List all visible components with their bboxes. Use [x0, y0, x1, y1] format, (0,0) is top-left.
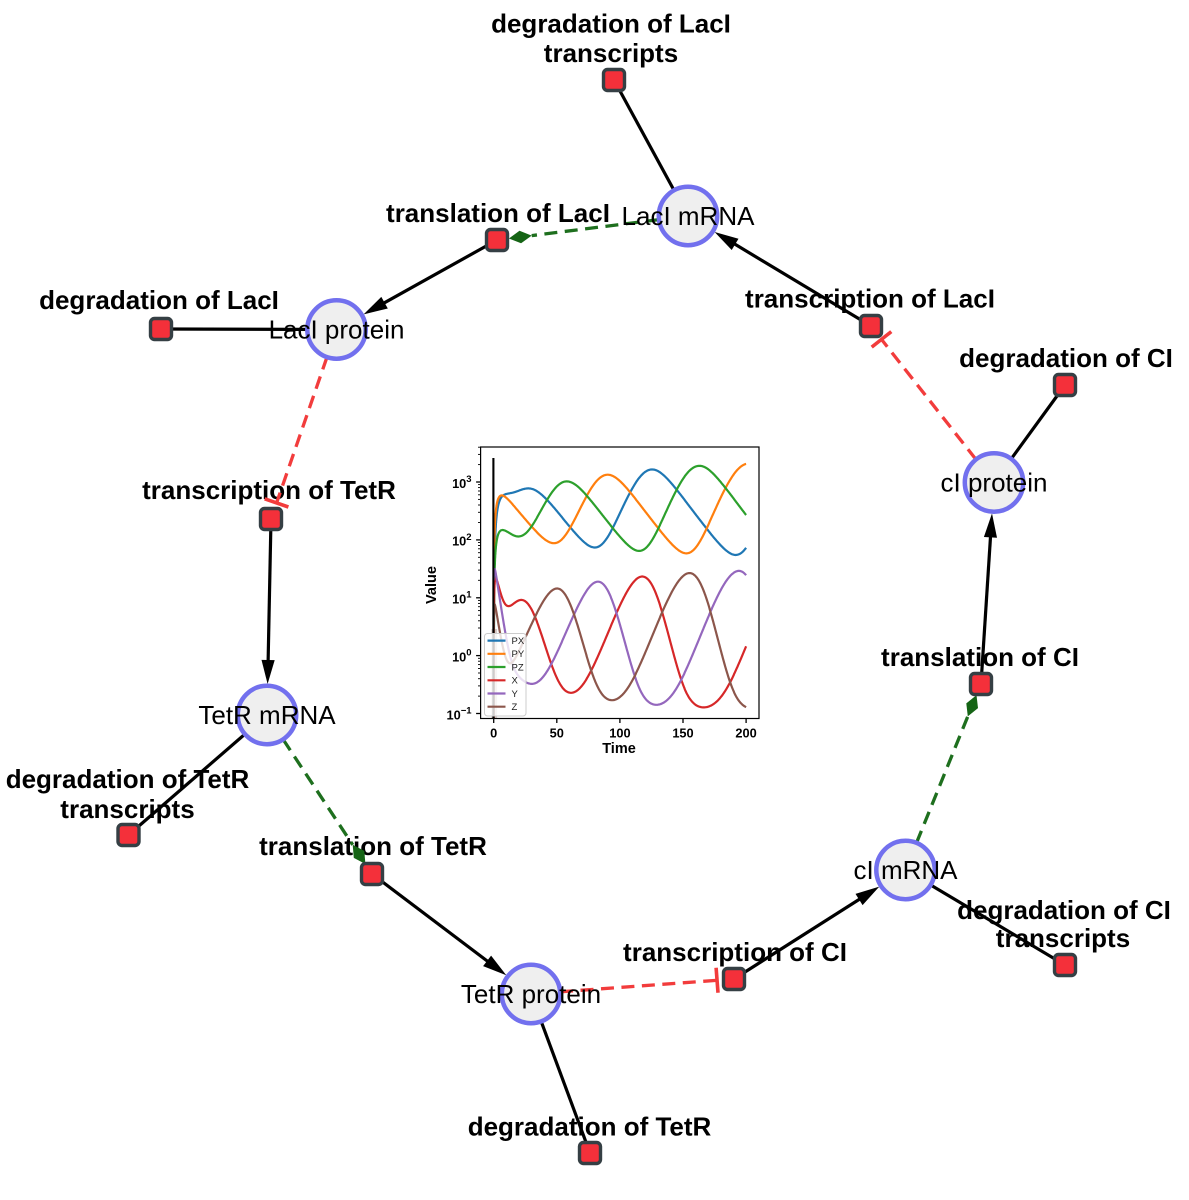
svg-text:TetR protein: TetR protein — [461, 979, 601, 1009]
svg-text:PY: PY — [512, 649, 525, 660]
svg-text:degradation of CI: degradation of CI — [959, 343, 1173, 373]
svg-text:LacI mRNA: LacI mRNA — [622, 201, 756, 231]
svg-text:150: 150 — [672, 725, 693, 740]
svg-text:translation of LacI: translation of LacI — [386, 198, 610, 228]
svg-text:LacI protein: LacI protein — [269, 315, 405, 345]
svg-text:transcripts: transcripts — [60, 794, 194, 824]
svg-text:100: 100 — [609, 725, 630, 740]
svg-text:TetR mRNA: TetR mRNA — [198, 700, 336, 730]
svg-text:PX: PX — [512, 636, 525, 647]
svg-text:transcripts: transcripts — [996, 923, 1130, 953]
svg-text:Y: Y — [512, 689, 519, 700]
svg-text:degradation of LacI: degradation of LacI — [39, 285, 279, 315]
svg-text:degradation of LacI: degradation of LacI — [491, 9, 731, 39]
svg-text:translation of TetR: translation of TetR — [259, 831, 487, 861]
svg-text:PZ: PZ — [512, 662, 524, 673]
svg-text:0: 0 — [490, 725, 497, 740]
svg-text:degradation of TetR: degradation of TetR — [6, 764, 250, 794]
svg-text:translation of CI: translation of CI — [881, 642, 1079, 672]
svg-text:transcripts: transcripts — [544, 38, 678, 68]
svg-text:cI protein: cI protein — [941, 468, 1048, 498]
svg-text:Time: Time — [602, 741, 636, 757]
svg-text:degradation of CI: degradation of CI — [957, 895, 1171, 925]
svg-text:50: 50 — [550, 725, 564, 740]
svg-text:cI mRNA: cI mRNA — [854, 855, 959, 885]
svg-text:200: 200 — [735, 725, 756, 740]
svg-text:degradation of TetR: degradation of TetR — [468, 1112, 712, 1142]
svg-text:X: X — [512, 676, 519, 687]
svg-text:transcription of CI: transcription of CI — [623, 937, 847, 967]
svg-text:transcription of LacI: transcription of LacI — [745, 284, 995, 314]
svg-text:Z: Z — [512, 702, 518, 713]
svg-text:Value: Value — [424, 566, 440, 604]
